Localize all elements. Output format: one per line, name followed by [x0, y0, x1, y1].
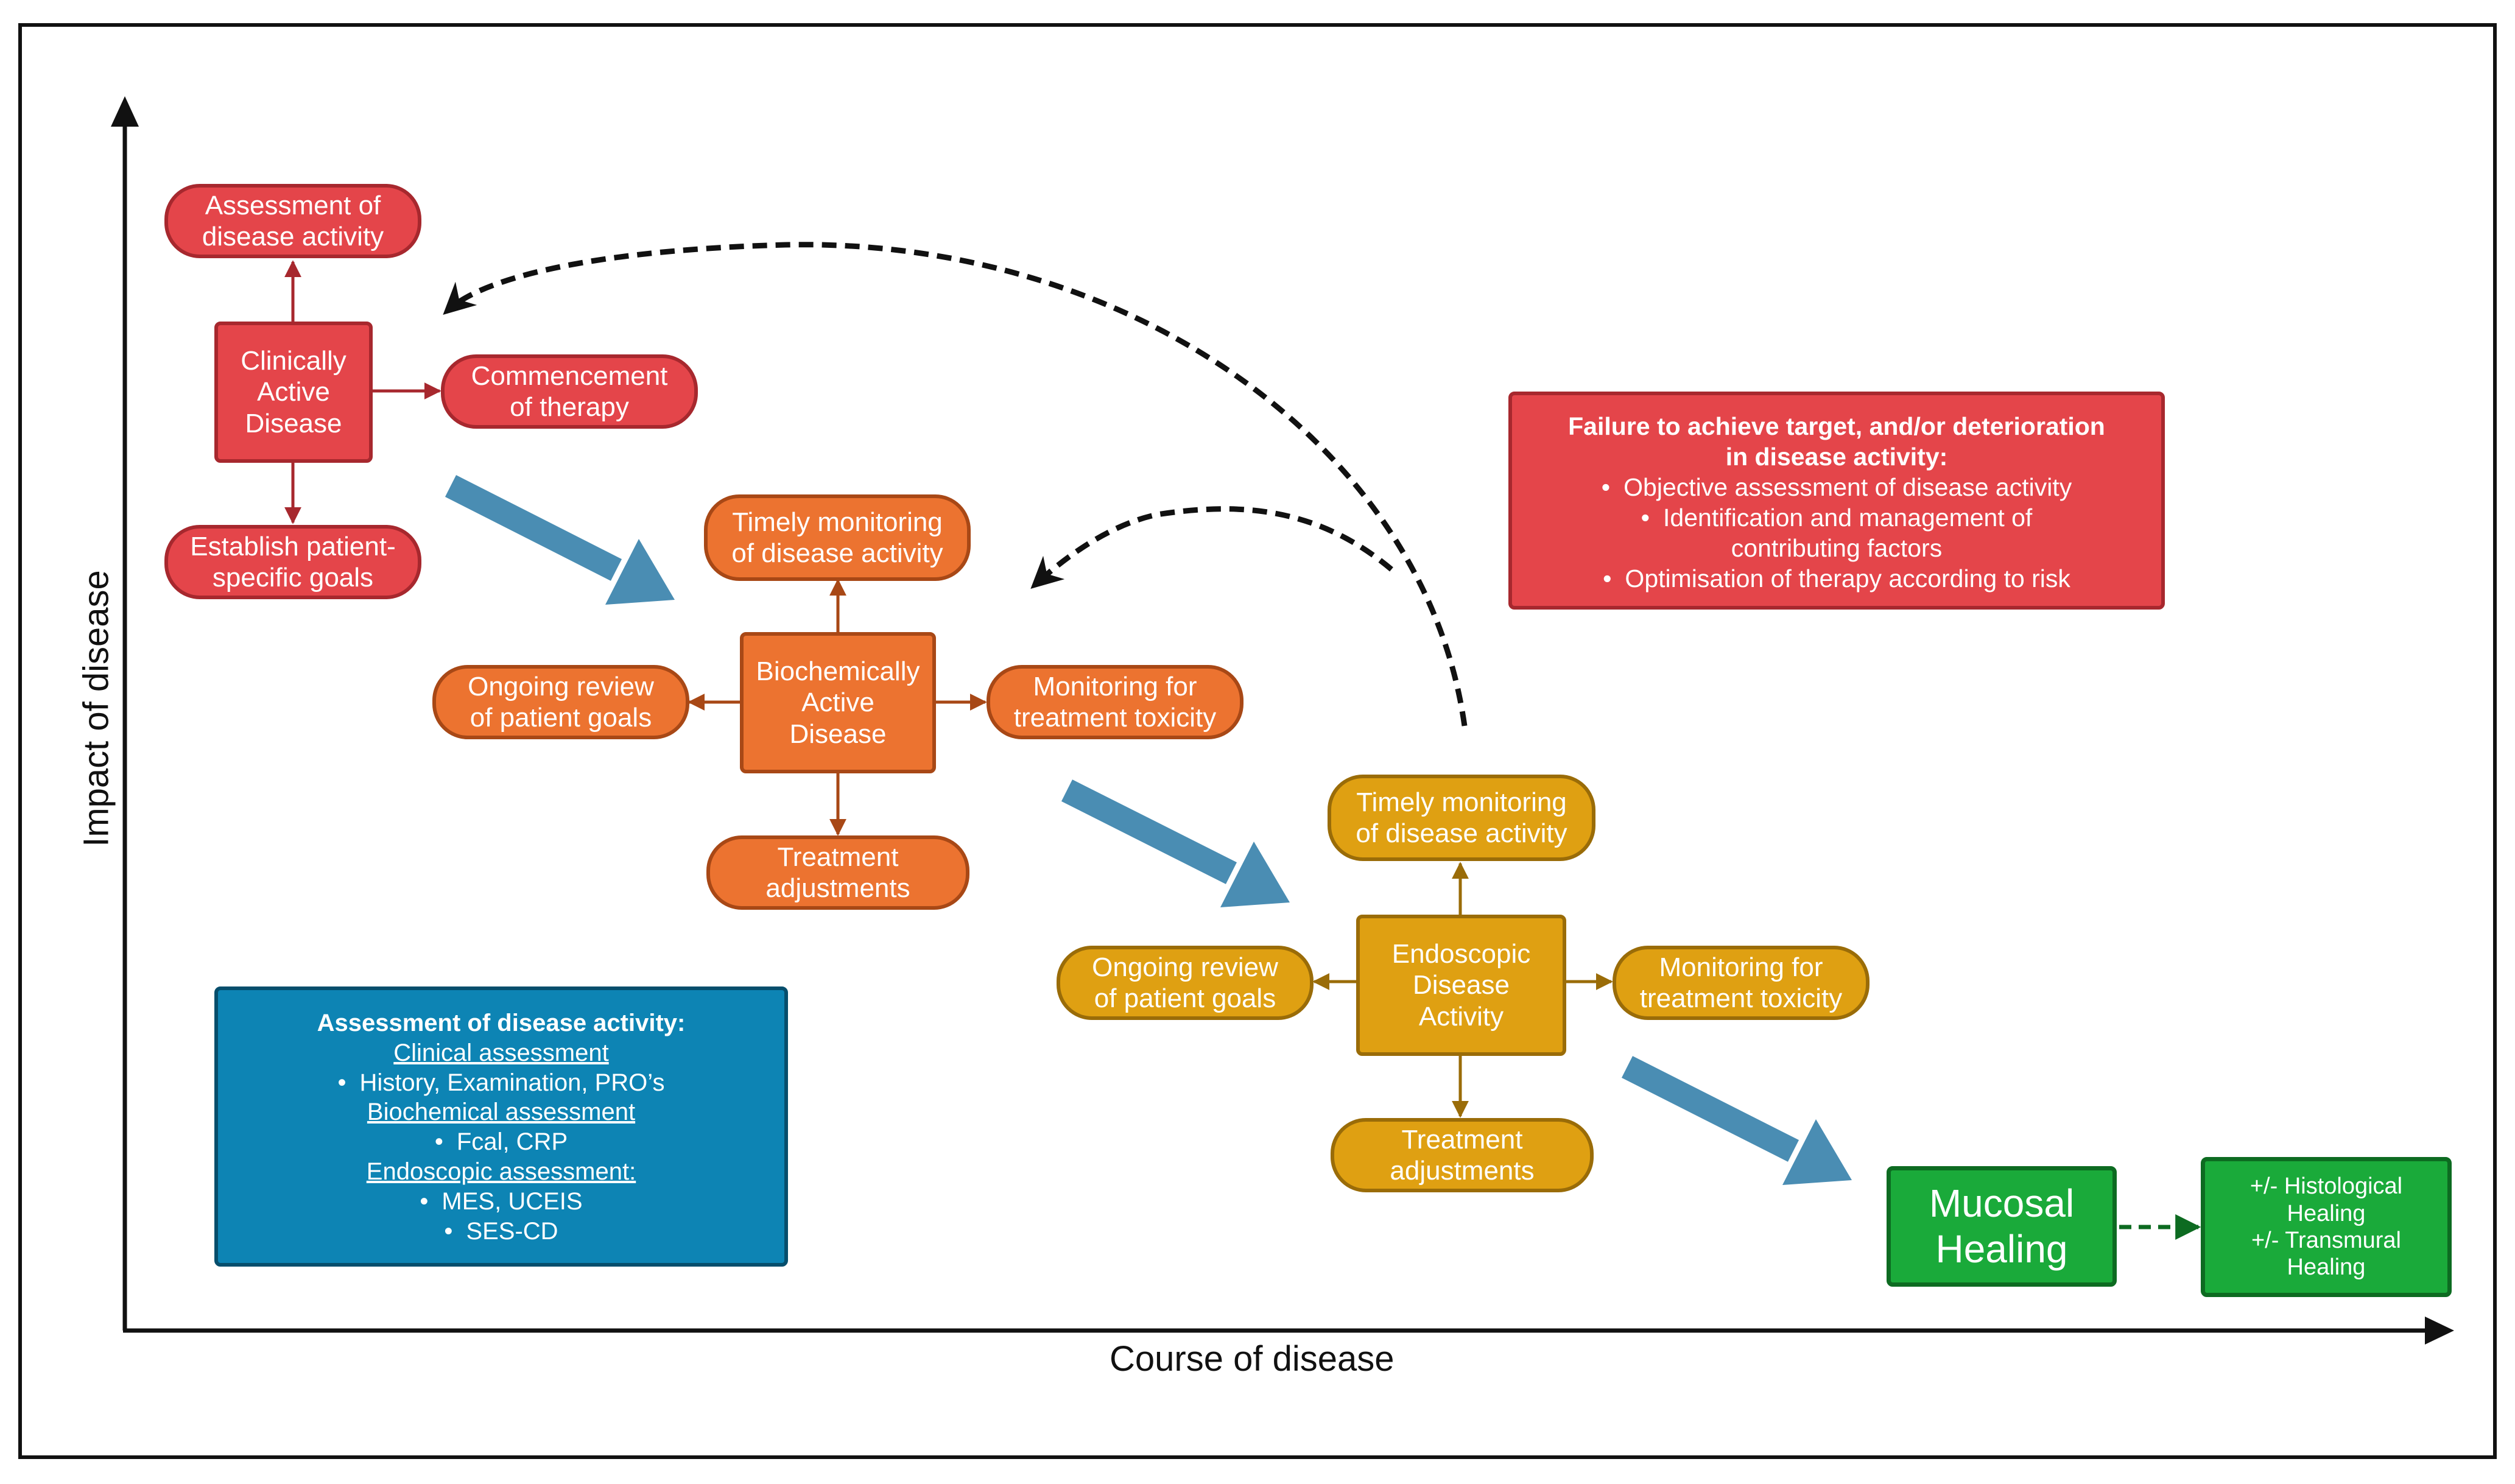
endoscopic-assessment-list: MES, UCEIS SES-CD [218, 1187, 784, 1247]
failure-box-item: Identification and management of contrib… [1512, 502, 2161, 563]
progress-arrow-1 [445, 475, 675, 605]
endoscopic-assessment-item: MES, UCEIS [218, 1187, 784, 1217]
stage2-toxicity-node: Monitoring for treatment toxicity [987, 665, 1243, 739]
endoscopic-assessment-heading: Endoscopic assessment: [366, 1158, 636, 1185]
stage1-goals-node: Establish patient- specific goals [164, 525, 421, 599]
failure-info-box: Failure to achieve target, and/or deteri… [1508, 392, 2165, 610]
stage1-assessment-node: Assessment of disease activity [164, 184, 421, 258]
feedback-arrow-to-stage2 [1030, 506, 1393, 589]
x-axis-label: Course of disease [1110, 1339, 1395, 1379]
stage1-clinically-active-disease: Clinically Active Disease [214, 322, 373, 463]
endoscopic-assessment-item: SES-CD [218, 1217, 784, 1247]
stage2-treatment-adjustments-node: Treatment adjustments [706, 835, 969, 910]
stage2-monitoring-node: Timely monitoring of disease activity [704, 494, 971, 581]
biochemical-assessment-heading: Biochemical assessment [367, 1099, 636, 1126]
failure-box-item: Objective assessment of disease activity [1512, 472, 2161, 502]
mucosal-healing-node: Mucosal Healing [1887, 1166, 2117, 1287]
clinical-assessment-item: History, Examination, PRO’s [218, 1068, 784, 1098]
stage3-patient-goals-node: Ongoing review of patient goals [1057, 946, 1314, 1020]
failure-box-list: Objective assessment of disease activity… [1512, 472, 2161, 594]
feedback-arrow-to-stage1 [443, 242, 1468, 726]
clinical-assessment-list: History, Examination, PRO’s [218, 1068, 784, 1098]
figure-frame [18, 23, 2497, 1459]
progress-arrow-2 [1061, 779, 1290, 907]
assessment-box-title: Assessment of disease activity: [317, 1010, 686, 1036]
assessment-info-box: Assessment of disease activity: Clinical… [214, 986, 788, 1267]
stage3-toxicity-node: Monitoring for treatment toxicity [1613, 946, 1870, 1020]
stage2-biochemically-active-disease: Biochemically Active Disease [740, 632, 936, 773]
progress-arrow-3 [1621, 1056, 1852, 1185]
stage2-patient-goals-node: Ongoing review of patient goals [432, 665, 689, 739]
stage3-monitoring-node: Timely monitoring of disease activity [1328, 775, 1595, 861]
stage1-commencement-node: Commencement of therapy [441, 354, 698, 429]
biochemical-assessment-list: Fcal, CRP [218, 1127, 784, 1157]
failure-box-title: Failure to achieve target, and/or deteri… [1568, 412, 2105, 471]
stage3-endoscopic-disease-activity: Endoscopic Disease Activity [1356, 915, 1566, 1056]
y-axis-label: Impact of disease [76, 570, 116, 847]
x-axis-arrowhead [2425, 1317, 2454, 1345]
biochemical-assessment-item: Fcal, CRP [218, 1127, 784, 1157]
failure-box-item: Optimisation of therapy according to ris… [1512, 563, 2161, 594]
y-axis-arrowhead [111, 96, 139, 127]
clinical-assessment-heading: Clinical assessment [393, 1039, 609, 1066]
stage3-treatment-adjustments-node: Treatment adjustments [1331, 1118, 1594, 1192]
histological-transmural-healing-node: +/- Histological Healing +/- Transmural … [2201, 1157, 2452, 1297]
